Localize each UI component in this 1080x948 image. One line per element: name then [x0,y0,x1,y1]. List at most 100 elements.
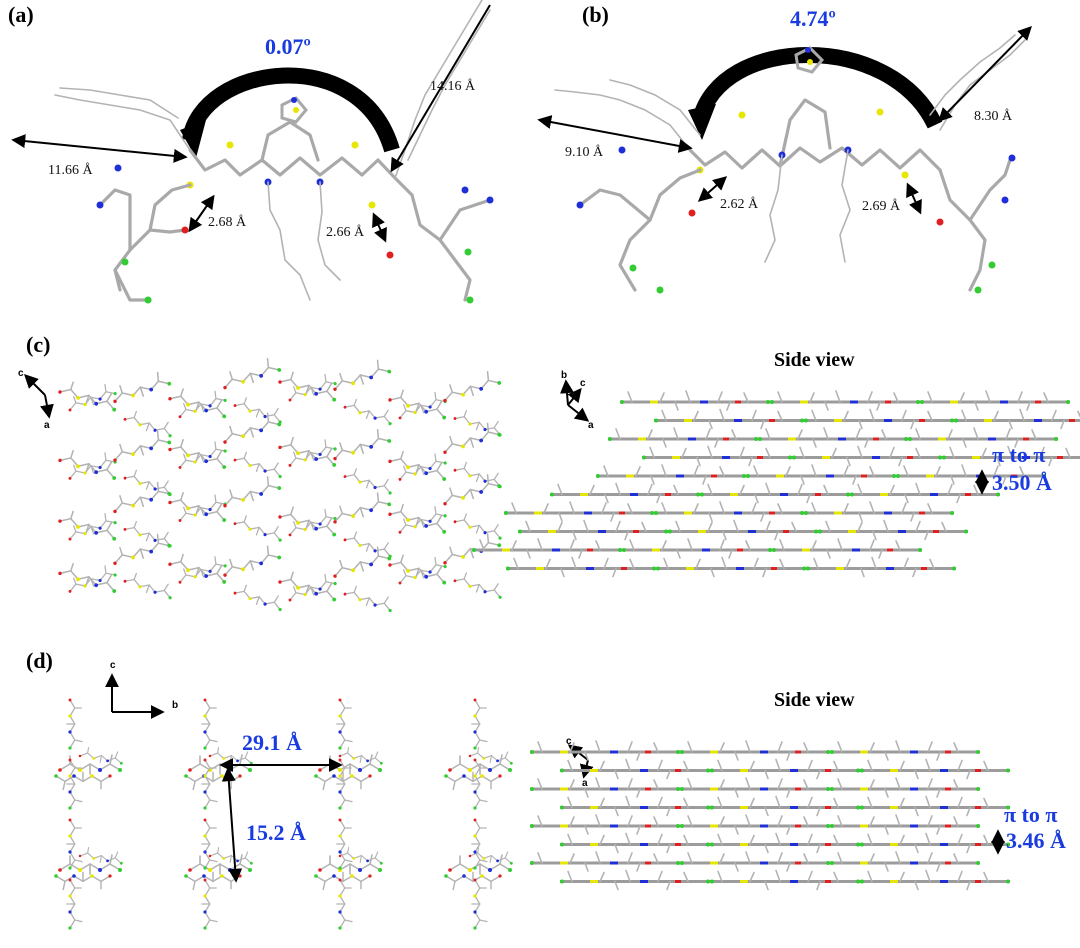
molecule-fragment [57,854,123,875]
molecule-fragment [336,817,353,871]
panel-a: (a) 0.07º [8,0,494,304]
panel-d-side-view-title: Side view [774,689,855,711]
molecule-fragment [471,877,488,931]
molecule-fragment [108,368,173,407]
molecule-fragment [443,871,503,891]
molecule-fragment [451,509,507,543]
stacked-molecule [558,832,712,854]
panel-d-axes-top: c b [105,660,178,719]
stacked-molecule [666,519,820,541]
panel-b: (b) 4.74º [537,2,1032,294]
molecule-fragment [386,446,452,484]
stacked-molecule [952,408,1080,430]
molecule-fragment [53,771,113,791]
stacked-molecule [708,869,862,891]
molecule-fragment [231,511,287,545]
stacked-molecule [652,500,806,523]
panel-b-distance-arrow-2 [537,115,693,153]
molecule-fragment [66,757,83,811]
molecule-fragment [187,854,253,875]
panel-a-label: (a) [8,2,34,27]
molecule-fragment [57,754,123,775]
stacked-molecule [708,795,862,817]
stacked-molecule [606,426,760,449]
molecule-fragment [336,877,353,931]
stacked-molecule [652,408,806,430]
stacked-molecule [558,869,712,891]
panel-b-distance-arrow-3 [697,176,728,202]
panel-d-pi-label: π to π [1004,802,1057,827]
stacked-molecule [502,500,656,523]
panel-b-molecule [554,34,1026,294]
molecule-fragment [121,568,177,602]
molecule-fragment [438,419,503,458]
molecule-fragment [231,580,287,614]
stacked-molecule [790,445,944,467]
stacked-molecule [828,850,982,873]
stacked-molecule [528,813,682,836]
molecule-fragment [77,844,126,867]
stacked-molecule [768,389,922,412]
stacked-molecule [594,463,748,486]
panel-a-distance-4: 2.66 Å [326,224,365,240]
axis-label-c: c [110,660,116,671]
panel-c-pi-distance: 3.50 Å [992,470,1052,495]
stacked-molecule [848,482,1002,504]
molecule-fragment [201,877,218,931]
stacked-molecule [828,776,982,799]
stacked-molecule [470,537,624,560]
molecule-fragment [201,697,218,751]
panel-d-stacking-side-view [528,739,1012,891]
stacked-molecule [558,795,712,817]
stacked-molecule [828,813,982,836]
molecule-fragment [438,368,503,406]
molecule-fragment [108,427,173,465]
panel-c-pi-label: π to π [992,442,1045,467]
molecule-fragment [53,871,113,891]
molecule-fragment [328,426,393,464]
stacked-molecule [640,445,794,467]
stacked-molecule [708,758,862,780]
molecule-fragment [56,506,122,544]
stacked-molecule [678,776,832,799]
stacked-molecule [678,850,832,873]
panel-b-distance-2: 9.10 Å [565,144,604,160]
panel-c-axes-side: b c a [559,370,594,431]
molecule-fragment [447,854,513,875]
panel-d-channel-height-arrow [221,767,243,883]
stacked-molecule [858,869,1012,891]
panel-a-distance-arrow-1 [390,4,491,173]
molecule-fragment [183,871,243,891]
molecule-fragment [471,817,488,871]
molecule-fragment [231,447,287,481]
axis-label-b: b [561,370,567,381]
molecule-fragment [183,771,243,791]
stacked-molecule [708,832,862,854]
panel-d-pi-distance: 3.46 Å [1006,828,1066,853]
stacked-molecule [770,537,924,560]
stacked-molecule [516,519,670,541]
panel-a-distance-1: 14.16 Å [430,78,476,94]
molecule-fragment [56,445,122,483]
axis-label-a: a [588,420,594,431]
molecule-fragment [218,542,283,581]
molecule-fragment [328,356,393,395]
molecule-fragment [336,697,353,751]
stacked-molecule [802,500,956,523]
axis-label-a: a [582,778,588,789]
molecule-fragment [386,550,452,588]
molecule-fragment [207,844,256,867]
stacked-molecule [698,482,852,504]
molecule-fragment [218,473,283,511]
molecule-fragment [341,464,397,498]
molecule-fragment [451,568,507,602]
molecule-fragment [328,489,393,527]
panel-b-distance-3: 2.62 Å [720,196,759,212]
stacked-molecule [804,556,958,578]
stacked-molecule [654,556,808,578]
stacked-molecule [528,776,682,799]
molecule-fragment [77,744,126,767]
molecule-fragment [386,499,452,537]
molecule-fragment [443,771,503,791]
panel-b-distance-4: 2.69 Å [862,198,901,214]
